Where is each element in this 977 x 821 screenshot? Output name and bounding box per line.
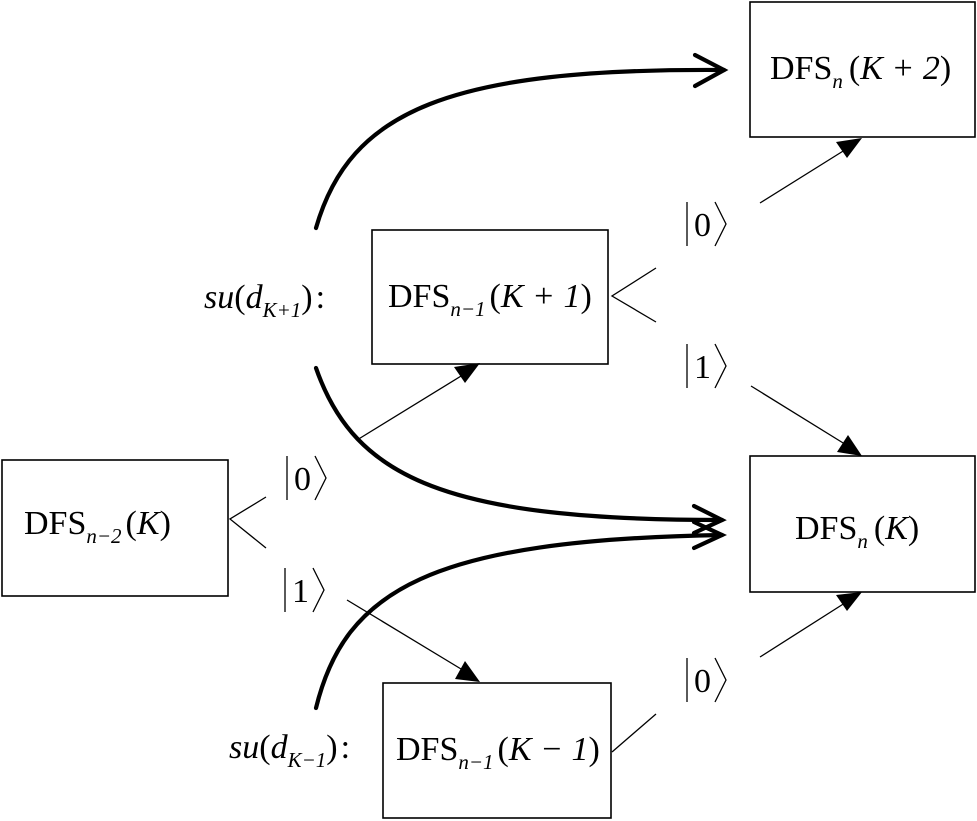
- thick-curve-to-right-box-lower: [313, 519, 727, 711]
- ket-mid-one: 1: [686, 343, 727, 389]
- branch-mark-left: [228, 496, 267, 549]
- svg-text:1: 1: [292, 573, 309, 610]
- node-label-right: DFSn(K): [795, 510, 919, 553]
- su-label-lower: su(dK−1):: [229, 729, 350, 772]
- node-label-left: DFSn−2(K): [24, 505, 171, 548]
- ket-left-one: 1: [284, 567, 325, 613]
- node-label-top: DFSn(K + 2): [770, 50, 951, 93]
- node-box-right: [749, 455, 976, 593]
- branch-mark-mid: [610, 267, 657, 323]
- ket-bottom-zero: 0: [686, 657, 727, 703]
- branch-mark-bottom: [611, 713, 657, 753]
- arrow-to-right-box-lower: [759, 592, 862, 658]
- node-box-mid: [371, 229, 609, 365]
- ket-left-zero: 0: [286, 455, 327, 501]
- arrow-to-mid-box: [356, 363, 480, 441]
- arrow-to-right-box-upper: [750, 385, 862, 456]
- node-box-bottom: [382, 682, 612, 819]
- svg-text:0: 0: [694, 207, 711, 244]
- node-box-left: [1, 459, 229, 597]
- node-label-mid: DFSn−1(K + 1): [388, 278, 592, 321]
- ket-mid-zero: 0: [686, 201, 727, 247]
- node-label-bottom: DFSn−1(K − 1): [396, 731, 600, 774]
- arrow-to-top-box: [759, 138, 862, 204]
- svg-text:0: 0: [694, 663, 711, 700]
- svg-text:1: 1: [694, 349, 711, 386]
- svg-text:0: 0: [294, 461, 311, 498]
- thick-curve-to-right-box-upper: [313, 365, 727, 536]
- thick-curve-to-top-box: [313, 52, 729, 231]
- node-box-top: [749, 1, 976, 138]
- su-label-upper: su(dK+1):: [204, 279, 325, 322]
